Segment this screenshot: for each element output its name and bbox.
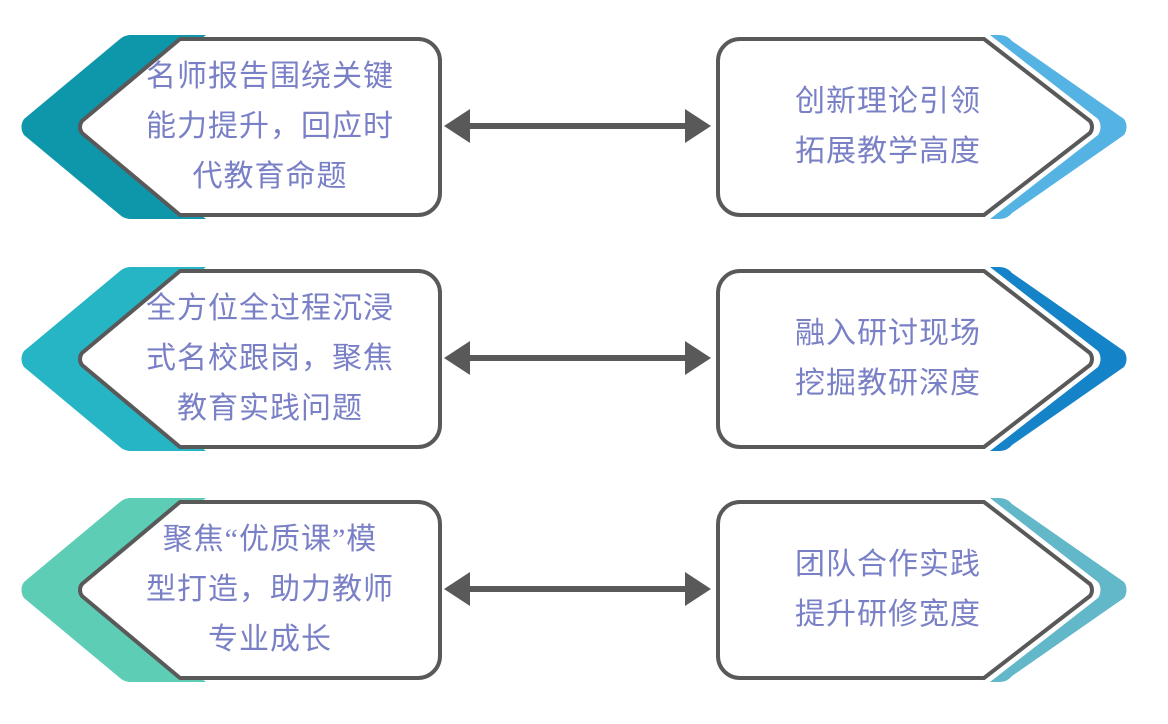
left-chevron-card-1[interactable] <box>10 27 450 227</box>
left-accent-chevron-3 <box>21 498 207 682</box>
diagram-row-2: 全方位全过程沉浸 式名校跟岗，聚焦 教育实践问题 融入研讨现场 挖掘教研深度 <box>0 259 1168 459</box>
double-headed-arrow-icon-3 <box>444 572 711 606</box>
connector-arrow-2 <box>440 259 715 459</box>
left-chevron-card-3[interactable] <box>10 490 450 690</box>
diagram-row-1: 名师报告围绕关键 能力提升，回应时 代教育命题 创新理论引领 拓展教学高度 <box>0 27 1168 227</box>
left-accent-chevron-1 <box>21 35 207 219</box>
left-card-body-2 <box>78 269 442 449</box>
right-chevron-card-3[interactable] <box>700 490 1140 690</box>
left-card-body-3 <box>78 500 442 680</box>
right-card-body-1 <box>716 37 1094 217</box>
right-chevron-card-2[interactable] <box>700 259 1140 459</box>
double-headed-arrow-icon-2 <box>444 341 711 375</box>
left-chevron-card-2[interactable] <box>10 259 450 459</box>
right-chevron-card-1[interactable] <box>700 27 1140 227</box>
right-card-body-3 <box>716 500 1094 680</box>
right-card-body-2 <box>716 269 1094 449</box>
connector-arrow-3 <box>440 490 715 690</box>
left-accent-chevron-2 <box>21 267 207 451</box>
diagram-row-3: 聚焦“优质课”模 型打造，助力教师 专业成长 团队合作实践 提升研修宽度 <box>0 490 1168 690</box>
connector-arrow-1 <box>440 27 715 227</box>
double-headed-arrow-icon-1 <box>444 109 711 143</box>
left-card-body-1 <box>78 37 442 217</box>
